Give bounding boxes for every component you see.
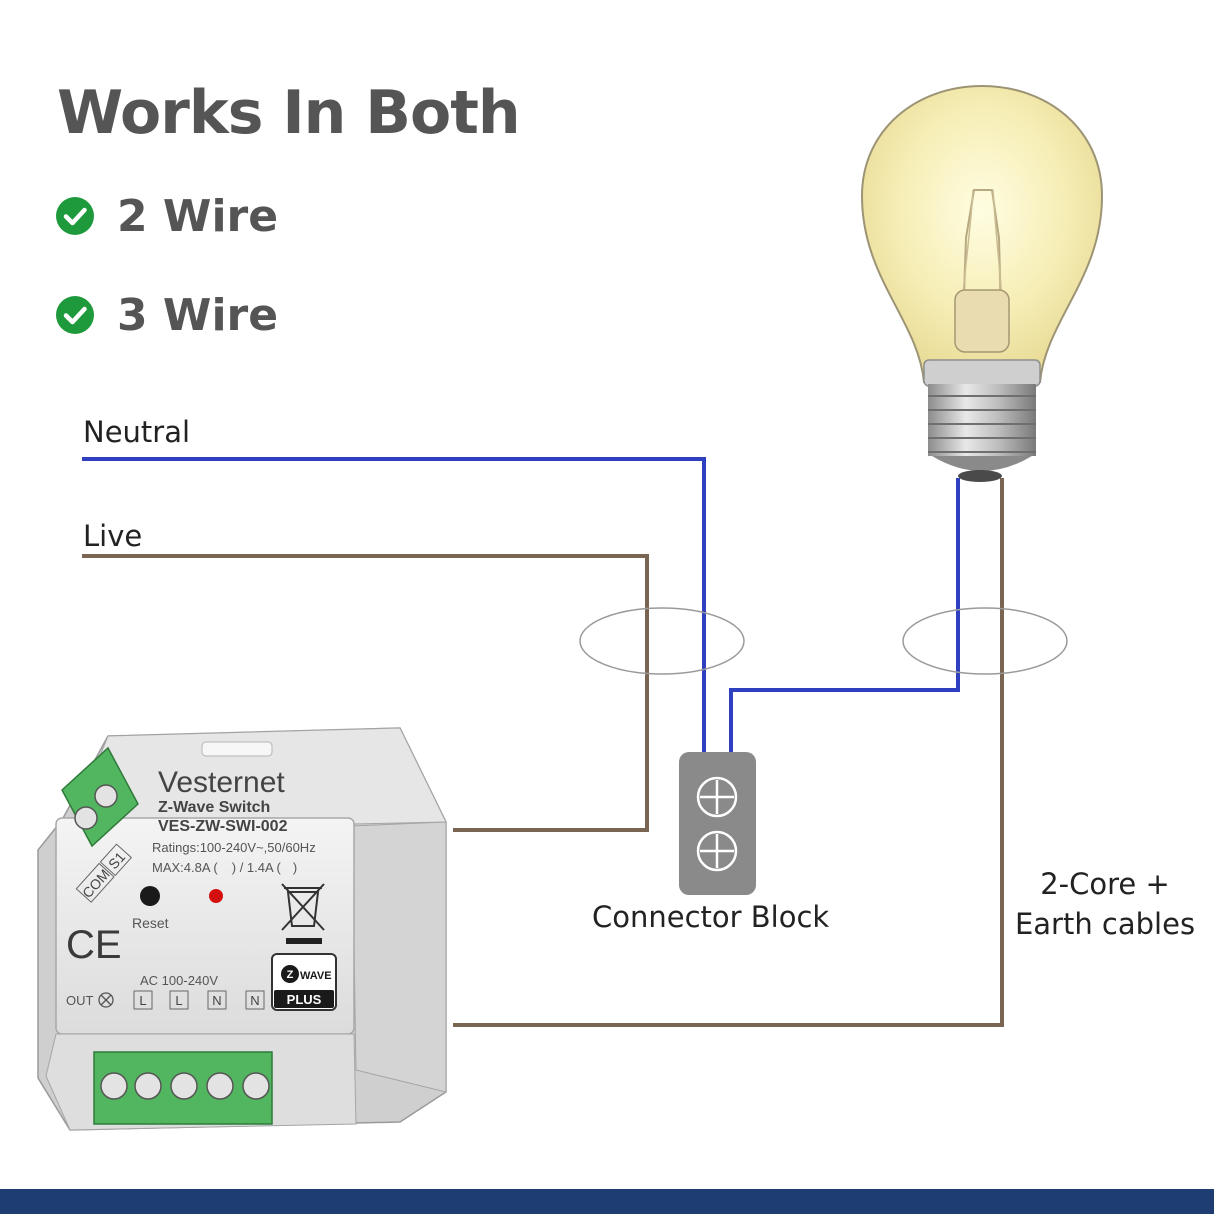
z-wave-switch-module: COM S1 Vesternet Z-Wave Switch VES-ZW-SW… [37, 727, 447, 1131]
svg-text:N: N [212, 993, 221, 1008]
svg-text:N: N [250, 993, 259, 1008]
z-wave-plus-badge: Z WAVE PLUS [271, 953, 337, 1011]
svg-text:PLUS: PLUS [287, 992, 322, 1007]
reset-label: Reset [132, 915, 169, 931]
plus-screw-icon [696, 776, 738, 818]
out-lamp-icon [98, 992, 114, 1008]
live-wire-label: Live [83, 519, 143, 553]
feature-label: 3 Wire [117, 289, 279, 341]
plus-screw-icon [696, 830, 738, 872]
neutral-wire-label: Neutral [83, 415, 191, 449]
cable-bundle-ring [902, 607, 1068, 675]
device-product: Z-Wave Switch [158, 799, 270, 816]
check-circle-icon [56, 197, 94, 235]
svg-text:WAVE: WAVE [300, 970, 332, 982]
terminal-block-top [61, 746, 139, 848]
device-ratings: Ratings:100-240V~,50/60Hz [152, 840, 316, 855]
cable-label-line2: Earth cables [1014, 907, 1196, 941]
out-label: OUT [66, 993, 94, 1008]
device-max-rating: MAX:4.8A () / 1.4A () [152, 860, 297, 875]
svg-text:Z: Z [287, 969, 294, 981]
svg-text:L: L [139, 993, 146, 1008]
connector-block [679, 752, 756, 895]
neutral-wire [82, 457, 960, 752]
feature-2-wire: 2 Wire [55, 191, 278, 242]
live-wire [82, 478, 1004, 1027]
check-circle-icon [56, 296, 94, 334]
cable-label-line1: 2-Core + [1040, 867, 1170, 901]
feature-label: 2 Wire [117, 190, 279, 242]
light-bulb-icon [860, 84, 1104, 482]
weee-bin-icon [281, 883, 325, 944]
device-brand: Vesternet [158, 766, 285, 799]
terminal-labels-bottom: L L N N [133, 990, 265, 1010]
headline: Works In Both [57, 78, 521, 148]
feature-3-wire: 3 Wire [55, 290, 278, 341]
status-led [209, 889, 223, 903]
ac-rating: AC 100-240V [140, 973, 218, 988]
reset-button[interactable] [140, 886, 160, 906]
ce-mark: CE [66, 923, 122, 967]
bottom-bar [0, 1189, 1214, 1214]
terminal-block-bottom [93, 1051, 273, 1125]
cable-bundle-ring [579, 607, 745, 675]
svg-text:L: L [175, 993, 182, 1008]
device-model: VES-ZW-SWI-002 [158, 818, 288, 835]
connector-block-label: Connector Block [592, 900, 830, 934]
